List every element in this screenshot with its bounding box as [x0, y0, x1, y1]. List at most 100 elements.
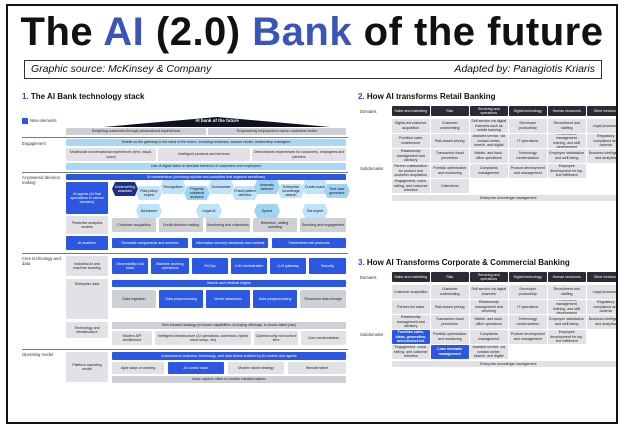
retail-heading: 2. How AI transforms Retail Banking — [358, 92, 496, 101]
platform-label: Platform operating model — [66, 352, 108, 382]
heading-text: How AI Transforms Corporate & Commercial… — [366, 258, 570, 267]
subdomain-cell: Product development and management — [509, 330, 547, 344]
subdomain-cell: Partner-led sales — [392, 300, 430, 314]
ml-item: Security — [309, 258, 346, 274]
title-part: The — [20, 10, 104, 54]
domain-header: Servicing and operations — [470, 272, 508, 282]
subdomain-cell: Employee satisfaction and well-being — [548, 315, 586, 329]
domains-label: Domains — [360, 109, 377, 114]
subdomain-cell: Complaints management — [470, 330, 508, 344]
subdomain-cell: Frontline sales, ideas, generation, and … — [392, 330, 430, 344]
divider — [22, 349, 348, 350]
divider — [22, 253, 348, 254]
subdomain-cell: Frontline sales enablement — [392, 134, 430, 148]
subdomain-cell: Legal processes — [587, 285, 616, 299]
subdomains-label: Subdomains — [360, 166, 384, 171]
agent-hex: Ad-banner — [136, 204, 162, 218]
ml-item: Observability tool stack — [112, 258, 148, 274]
subdomain-cell: Transaction fraud prevention — [431, 149, 469, 163]
domain-header: Risk — [431, 106, 469, 116]
subdomain-cell: Collections — [431, 179, 469, 193]
subdomain-cell: Middle- and back-office operations — [470, 149, 508, 163]
value-capture-bar: Value capture office to monitor transfor… — [112, 376, 346, 383]
platform-bar: Autonomous business, technology, and dat… — [112, 352, 346, 360]
corporate-heading: 3. How AI Transforms Corporate & Commerc… — [358, 258, 570, 267]
knowledge-management-bar: Enterprise knowledge management — [392, 195, 616, 201]
domain-header: Human resources — [548, 272, 586, 282]
agent-hex: Spend — [254, 204, 280, 218]
domain-header: Sales and marketing — [392, 272, 430, 282]
delight-customers: Delighting customers through personalize… — [66, 128, 206, 135]
subdomain-cell: Technology modernization — [509, 149, 547, 163]
predictive-item: Retention, selling, upselling — [253, 218, 297, 232]
ml-item: FinOps — [192, 258, 228, 274]
enablers-label: AI enablers — [66, 236, 108, 250]
agent-hex: Credit coach — [302, 180, 328, 194]
row-label-core: Core technology and data — [22, 256, 61, 266]
subdomain-cell: Complaints management — [470, 164, 508, 178]
subdomain-cell: Business intelligence and analytics — [587, 149, 616, 163]
agent-hex: Tax expert — [302, 204, 328, 218]
domain-header: Servicing and operations — [470, 106, 508, 116]
domain-header: Human resources — [548, 106, 586, 116]
subdomain-cell: Customer underwriting — [431, 119, 469, 133]
subdomain-cell: Loan renewals management — [431, 345, 469, 359]
digital-twins-bar: Use of digital twins to simulate behavio… — [66, 163, 346, 170]
subdomain-cell: Middle- and back-office operations — [470, 315, 508, 329]
roof-title: AI bank of the future — [195, 118, 239, 123]
subdomain-cell: Employee development for top-line fulfil… — [548, 164, 586, 178]
infra-item: Modern API architecture — [112, 331, 152, 345]
subdomain-cell: Legal processes — [587, 119, 616, 133]
subdomain-cell: Assisted service, via contact center, br… — [470, 134, 508, 148]
legend-label: New elements — [30, 118, 57, 123]
agent-hex: Anomaly detector — [254, 180, 280, 194]
source-credit: Graphic source: McKinsey & Company — [31, 63, 212, 75]
subdomain-cell: Portfolio optimization and monitoring — [431, 164, 469, 178]
divider — [22, 172, 348, 173]
predictive-item: Customer acquisition — [112, 218, 156, 232]
heading-text: The AI Bank technology stack — [30, 92, 145, 101]
heading-text: How AI transforms Retail Banking — [366, 92, 496, 101]
subdomain-cell: Customer acquisition — [392, 285, 430, 299]
title-bank: Bank — [252, 10, 353, 54]
subdomain-cell: Regulatory compliance and controls — [587, 134, 616, 148]
subdomains-label: Subdomains — [360, 332, 384, 337]
subdomain-cell: Developer productivity — [509, 119, 547, 133]
agent-hex: Test case generator — [324, 184, 350, 198]
divider — [22, 137, 348, 138]
data-item: Data ingestion — [112, 290, 156, 308]
subdomain-cell: Relationship management and advisory — [392, 149, 430, 163]
subdomain-cell: Engagement, cross-selling, and customer … — [392, 179, 430, 193]
platform-item: Remote talent — [288, 362, 346, 374]
stack-heading: 1. The AI Bank technology stack — [22, 92, 144, 101]
engagement-item: Multimodal conversational experiences (t… — [66, 148, 156, 161]
platform-item: Modern talent strategy — [228, 362, 284, 374]
subdomain-cell: Partner collaboration for product and cu… — [392, 164, 430, 178]
knowledge-management-bar: Enterprise knowledge management — [392, 361, 616, 367]
data-item: Data preprocessing — [159, 290, 203, 308]
subdomain-cell: Digital-led customer acquisition — [392, 119, 430, 133]
subdomain-cell: Recruitment and staffing — [548, 119, 586, 133]
ml-item: LLM gateway — [270, 258, 306, 274]
enabler-item: Information security standards and contr… — [192, 238, 268, 248]
title-part: (2.0) — [144, 10, 253, 54]
engagement-bar: Mobile as the gateway to the bank of the… — [66, 139, 346, 146]
enabler-item: Reusable components and services — [112, 238, 188, 248]
subdomain-cell: Technology modernization — [509, 315, 547, 329]
engagement-item: Intelligent products and services — [158, 148, 250, 161]
subdomain-cell: Performance management, training, and sk… — [548, 134, 586, 148]
ml-item: LLM orchestration — [231, 258, 267, 274]
domain-header: Other functions — [587, 272, 616, 282]
domain-header: Digital technology — [509, 106, 547, 116]
ml-label: Industrial AI and machine learning — [66, 256, 108, 276]
predictive-item: Servicing and engagement — [300, 218, 346, 232]
page-title: The AI (2.0) Bank of the future — [8, 8, 616, 56]
domain-header: Other functions — [587, 106, 616, 116]
subdomain-cell: Relationship management and servicing — [470, 300, 508, 314]
subdomain-cell: Employee development for top-line fulfil… — [548, 330, 586, 344]
subdomain-cell: IT operations — [509, 134, 547, 148]
data-item: Vector databases — [206, 290, 250, 308]
roof-shape — [103, 117, 331, 127]
data-item: Structured data storage — [300, 290, 346, 308]
